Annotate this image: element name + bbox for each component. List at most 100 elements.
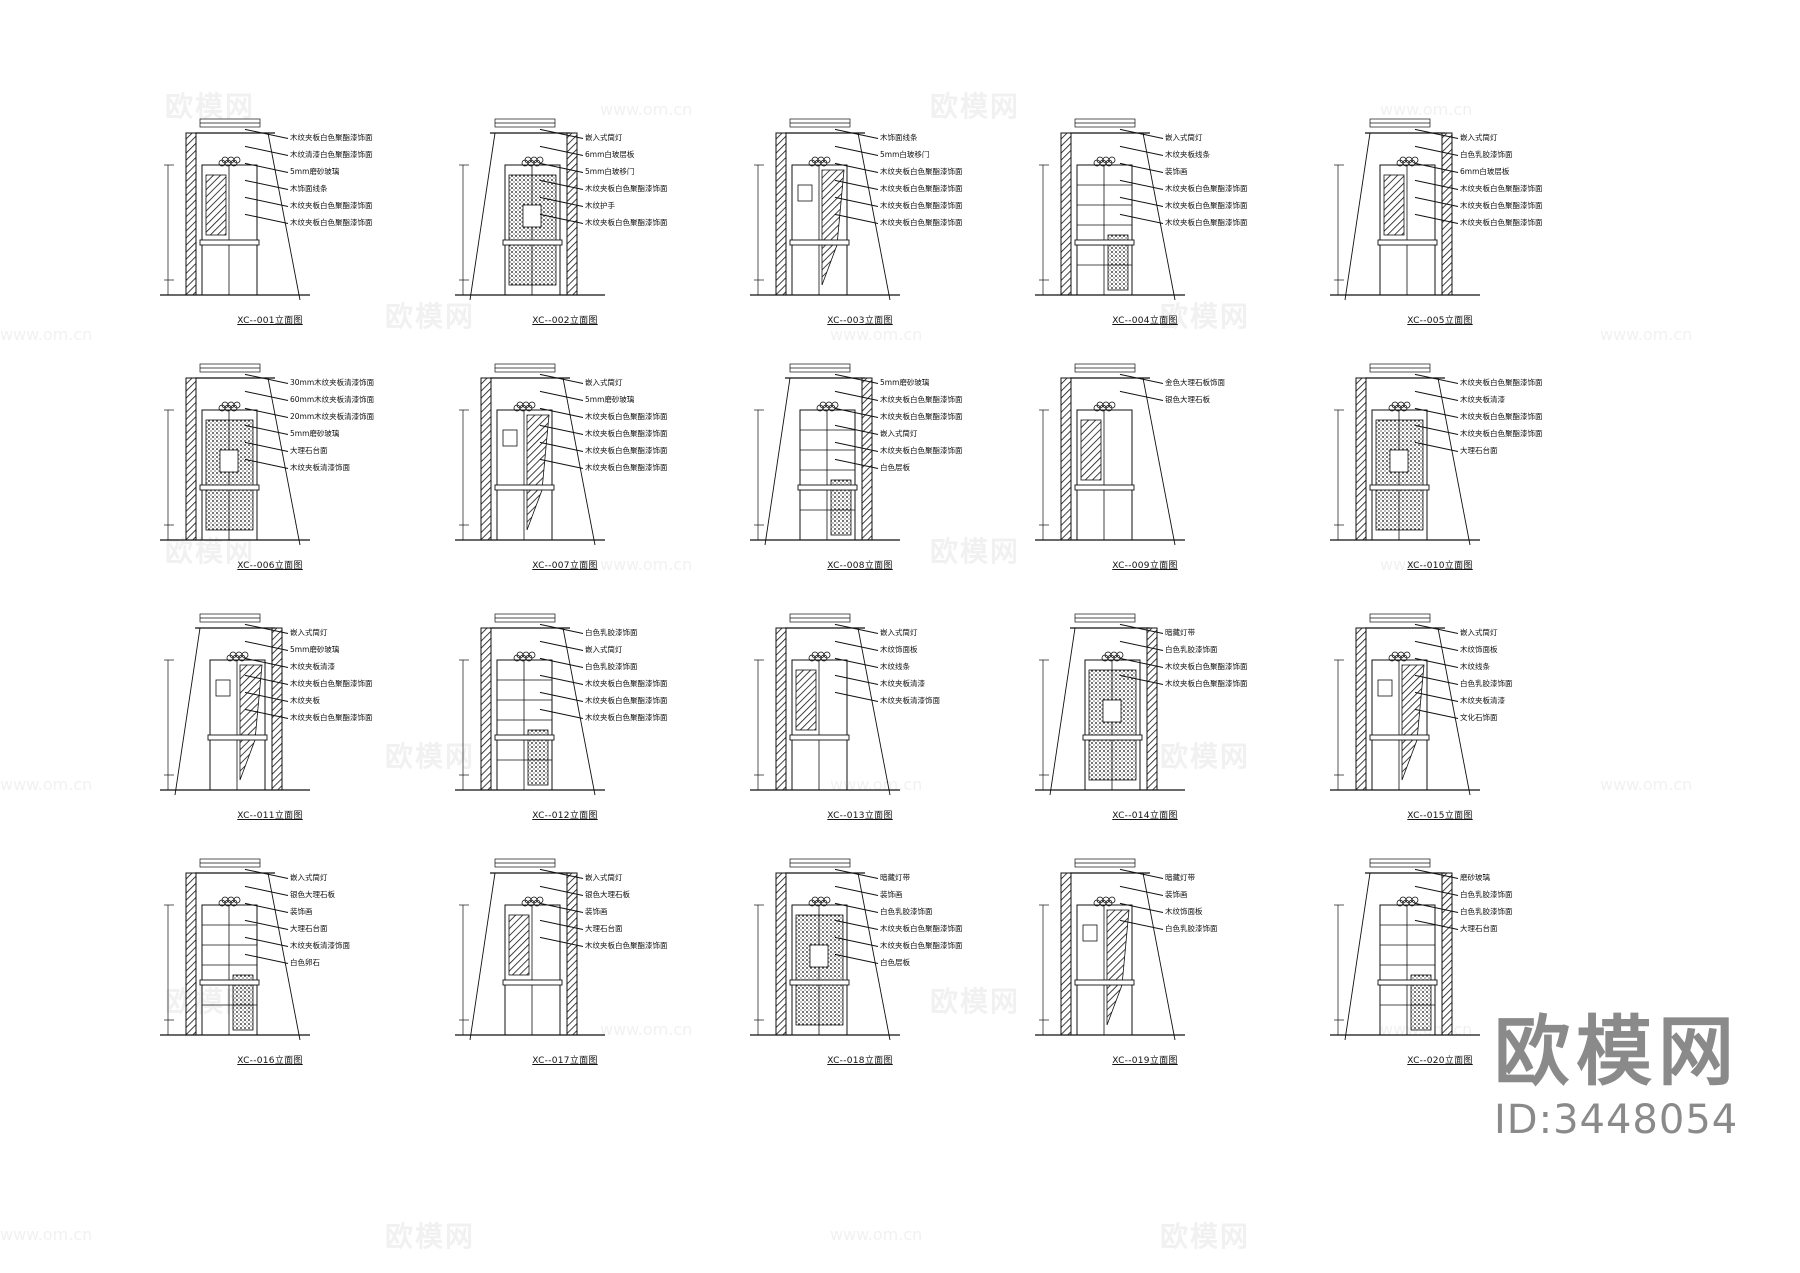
material-callout: 木纹夹板白色聚酯漆饰面	[1454, 184, 1604, 201]
wall-section	[480, 627, 492, 791]
stone-panel	[1375, 419, 1424, 531]
picture-frame	[215, 679, 231, 697]
plant-ornament	[218, 156, 241, 167]
counter-top	[789, 734, 850, 741]
picture-frame	[1389, 449, 1409, 473]
material-callout: 嵌入式筒灯	[579, 133, 729, 150]
callout-list: 金色大理石板饰面银色大理石板	[1159, 378, 1309, 412]
material-callout: 5mm白玻移门	[579, 167, 729, 184]
material-callout: 装饰画	[284, 907, 434, 924]
material-callout: 木纹饰面板	[1159, 907, 1309, 924]
material-callout: 嵌入式筒灯	[579, 873, 729, 890]
material-callout: 装饰画	[579, 907, 729, 924]
wall-section	[1146, 627, 1158, 791]
drawing-caption: XC--020立面图	[1407, 1056, 1473, 1066]
cabinet-outline	[1379, 904, 1436, 1036]
plant-ornament	[1093, 156, 1116, 167]
material-callout: 白色乳胶漆饰面	[1159, 645, 1309, 662]
cabinet-outline	[201, 904, 258, 1036]
hatched-panel	[239, 664, 263, 781]
material-callout: 木纹夹板白色聚酯漆饰面	[1454, 201, 1604, 218]
picture-frame	[219, 449, 239, 473]
material-callout: 木纹夹板白色聚酯漆饰面	[874, 184, 1024, 201]
material-callout: 木纹夹板清漆	[1454, 395, 1604, 412]
material-callout: 木纹夹板白色聚酯漆饰面	[1159, 662, 1309, 679]
watermark-url: www.om.cn	[1600, 775, 1693, 794]
cabinet-outline	[1076, 409, 1133, 541]
watermark-url: www.om.cn	[830, 1225, 923, 1244]
material-callout: 木纹夹板白色聚酯漆饰面	[579, 463, 729, 480]
cabinet-outline	[201, 164, 258, 296]
callout-list: 暗藏灯带装饰画木纹饰面板白色乳胶漆饰面	[1159, 873, 1309, 941]
material-callout: 木纹夹板白色聚酯漆饰面	[1454, 218, 1604, 235]
material-callout: 木纹夹板白色聚酯漆饰面	[874, 941, 1024, 958]
cabinet-outline	[496, 409, 553, 541]
wall-section	[566, 132, 578, 296]
plant-ornament	[218, 896, 241, 907]
material-callout: 嵌入式筒灯	[579, 378, 729, 395]
material-callout: 木纹夹板清漆	[1454, 696, 1604, 713]
elevation-figure	[1330, 363, 1480, 546]
material-callout: 白色乳胶漆饰面	[579, 628, 729, 645]
wall-section	[1441, 132, 1453, 296]
wall-section	[566, 872, 578, 1036]
elevation-figure	[1330, 858, 1480, 1041]
drawing-caption: XC--002立面图	[532, 316, 598, 326]
counter-top	[207, 734, 268, 741]
material-callout: 白色乳胶漆饰面	[1159, 924, 1309, 941]
counter-top	[494, 734, 555, 741]
material-callout: 木纹夹板白色聚酯漆饰面	[874, 924, 1024, 941]
wall-section	[1060, 132, 1072, 296]
material-callout: 木纹夹板白色聚酯漆饰面	[1159, 184, 1309, 201]
picture-frame	[809, 944, 829, 968]
drawing-caption: XC--013立面图	[827, 811, 893, 821]
material-callout: 木纹夹板白色聚酯漆饰面	[579, 218, 729, 235]
material-callout: 60mm木纹夹板清漆饰面	[284, 395, 434, 412]
callout-list: 暗藏灯带白色乳胶漆饰面木纹夹板白色聚酯漆饰面木纹夹板白色聚酯漆饰面	[1159, 628, 1309, 696]
material-callout: 木纹夹板白色聚酯漆饰面	[579, 446, 729, 463]
wall-section	[1441, 872, 1453, 1036]
material-callout: 木纹夹板白色聚酯漆饰面	[284, 713, 434, 730]
cabinet-outline	[504, 904, 561, 1036]
cabinet-outline	[201, 409, 258, 541]
material-callout: 银色大理石板	[579, 890, 729, 907]
material-callout: 木纹夹板白色聚酯漆饰面	[1159, 218, 1309, 235]
picture-frame	[1082, 924, 1098, 942]
material-callout: 嵌入式筒灯	[1159, 133, 1309, 150]
stone-panel	[1088, 669, 1137, 781]
material-callout: 木纹线条	[1454, 662, 1604, 679]
material-callout: 木纹夹板白色聚酯漆饰面	[874, 218, 1024, 235]
material-callout: 白色乳胶漆饰面	[579, 662, 729, 679]
watermark-url: www.om.cn	[0, 325, 93, 344]
cabinet-outline	[791, 904, 848, 1036]
wall-section	[1355, 377, 1367, 541]
material-callout: 嵌入式筒灯	[1454, 628, 1604, 645]
material-callout: 木纹夹板白色聚酯漆饰面	[284, 679, 434, 696]
material-callout: 5mm磨砂玻璃	[874, 378, 1024, 395]
material-callout: 6mm白玻层板	[579, 150, 729, 167]
plant-ornament	[808, 896, 831, 907]
plant-ornament	[1093, 401, 1116, 412]
material-callout: 金色大理石板饰面	[1159, 378, 1309, 395]
hatched-panel	[1383, 174, 1405, 236]
material-callout: 木纹夹板白色聚酯漆饰面	[284, 133, 434, 150]
wall-section	[185, 872, 197, 1036]
material-callout: 木纹护手	[579, 201, 729, 218]
wall-section	[1060, 377, 1072, 541]
material-callout: 木纹夹板清漆饰面	[874, 696, 1024, 713]
drawing-caption: XC--014立面图	[1112, 811, 1178, 821]
watermark-text: 欧模网	[385, 1220, 476, 1253]
drawing-caption: XC--006立面图	[237, 561, 303, 571]
callout-list: 白色乳胶漆饰面嵌入式筒灯白色乳胶漆饰面木纹夹板白色聚酯漆饰面木纹夹板白色聚酯漆饰…	[579, 628, 729, 730]
elevation-figure	[455, 858, 605, 1041]
material-callout: 木纹夹板白色聚酯漆饰面	[579, 184, 729, 201]
material-callout: 木纹夹板白色聚酯漆饰面	[579, 412, 729, 429]
